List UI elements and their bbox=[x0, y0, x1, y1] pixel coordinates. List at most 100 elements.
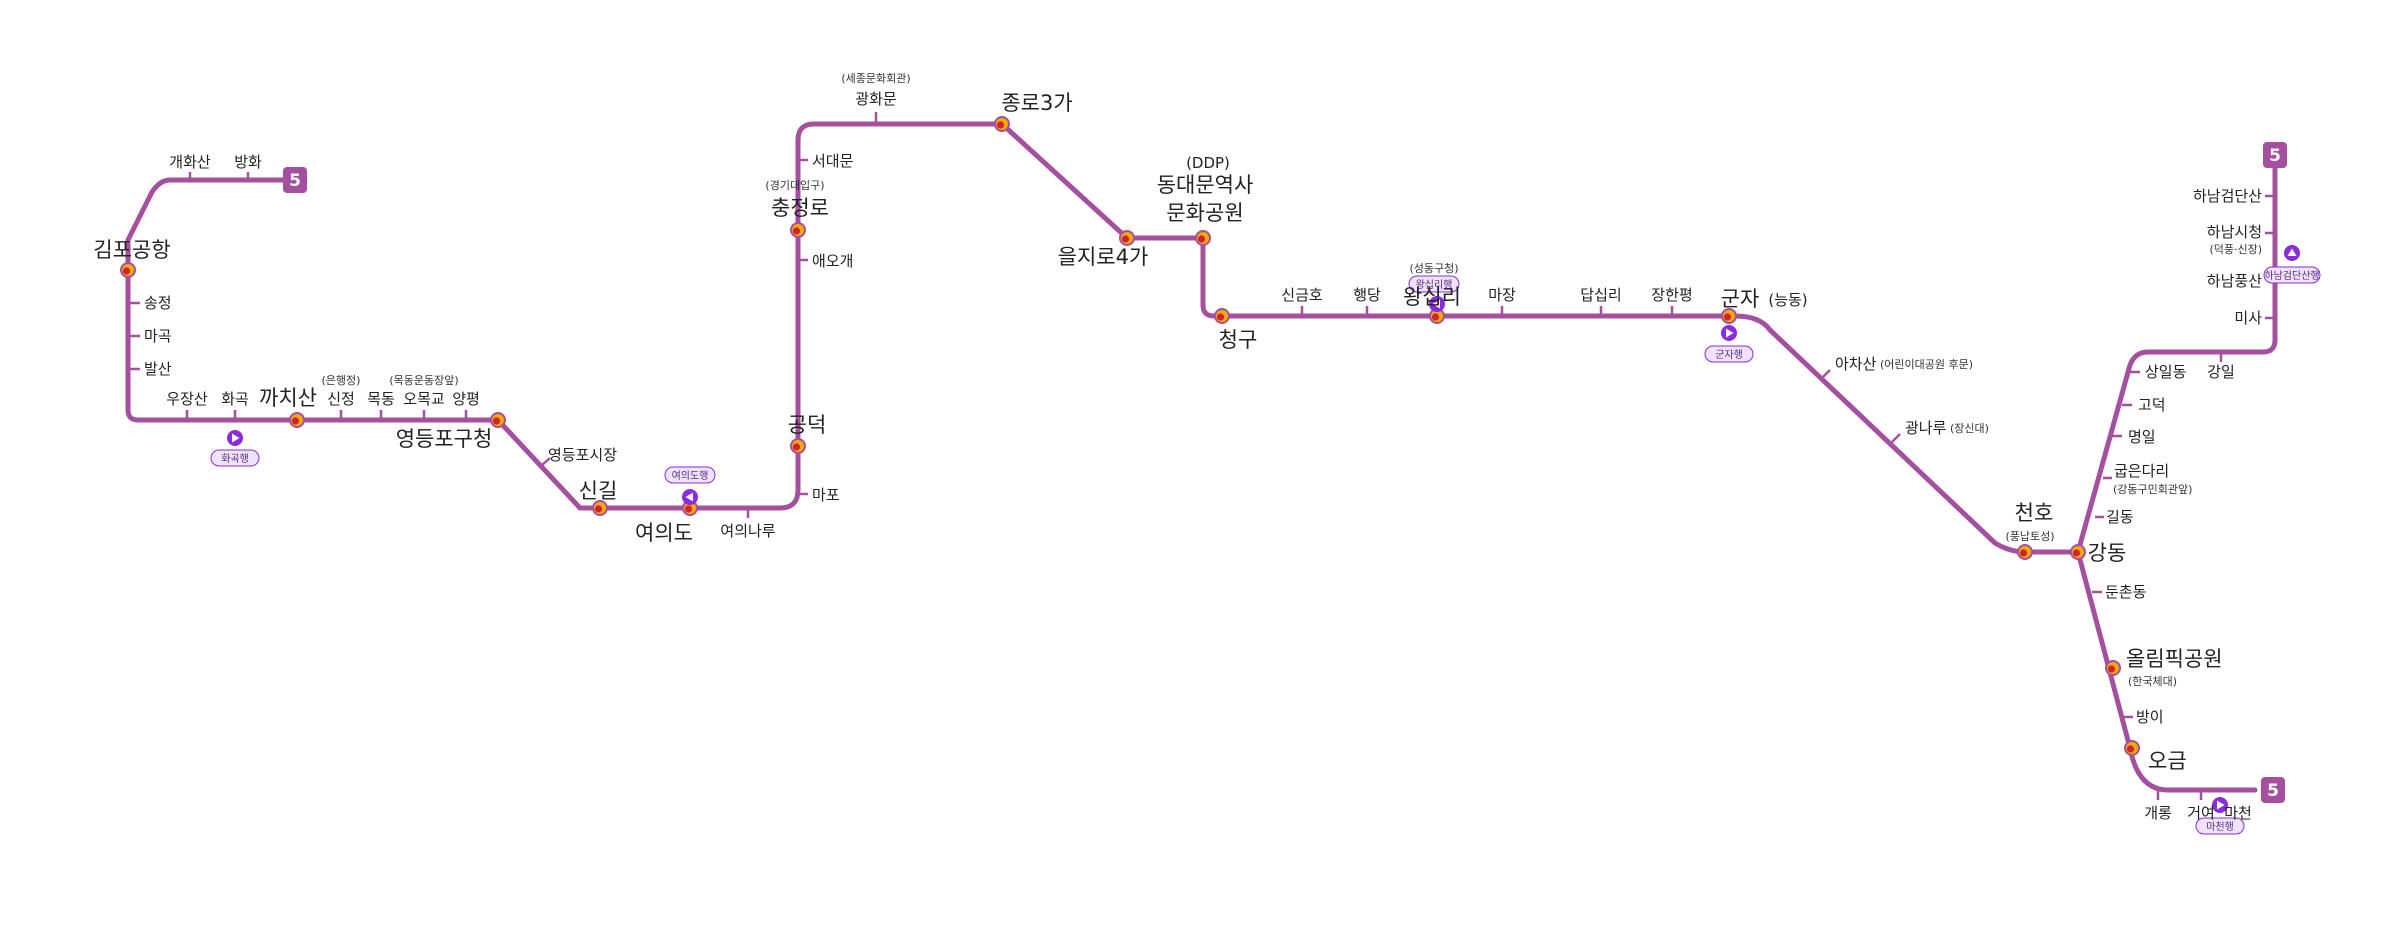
station-label-macheon: 마천 bbox=[2224, 804, 2252, 822]
direction-hanam-label: 하남검단산행 bbox=[2264, 269, 2319, 282]
tick-yeongdeungpo-market bbox=[540, 457, 551, 467]
station-label-gunja-sub: (능동) bbox=[1768, 291, 1807, 309]
transfer-wangsimni bbox=[1429, 308, 1445, 324]
station-label-chungjeongno-sub: (경기대입구) bbox=[765, 179, 824, 192]
station-label-gwanghwamun-sub: (세종문화회관) bbox=[841, 72, 910, 85]
station-label-ddp-sub: (DDP) bbox=[1186, 154, 1230, 172]
track-hanam-branch bbox=[2075, 157, 2278, 555]
station-label-bangi: 방이 bbox=[2136, 708, 2164, 726]
station-label-gongdeok: 공덕 bbox=[788, 413, 827, 437]
station-label-omokgyo: 오목교 bbox=[403, 390, 444, 408]
station-label-janghanpyeong: 장한평 bbox=[1651, 286, 1692, 304]
station-label-sinjeong-sub: (은행정) bbox=[322, 374, 361, 387]
station-label-majang: 마장 bbox=[1488, 286, 1516, 304]
station-label-gunja: 군자 bbox=[1721, 287, 1760, 311]
transfer-gimpo-airport bbox=[120, 262, 136, 278]
station-label-gubeundari: 굽은다리 bbox=[2114, 462, 2169, 480]
station-label-singeumho: 신금호 bbox=[1281, 286, 1323, 304]
station-label-wangsimni-sub: (성동구청) bbox=[1409, 262, 1458, 275]
station-label-yangpyeong: 양평 bbox=[452, 390, 480, 408]
station-label-myeongil: 명일 bbox=[2128, 428, 2156, 446]
direction-arrow-icon bbox=[2217, 800, 2225, 810]
transfer-olympic-park bbox=[2105, 660, 2121, 676]
direction-yeouido: 여의도행 bbox=[664, 466, 716, 505]
station-label-seodaemun: 서대문 bbox=[812, 152, 854, 170]
station-label-wangsimni: 왕십리 bbox=[1403, 285, 1461, 309]
direction-arrow-icon bbox=[1726, 328, 1734, 338]
station-label-gaehwasan: 개화산 bbox=[169, 153, 211, 171]
station-label-godeok: 고덕 bbox=[2138, 396, 2166, 414]
transfer-kkachisan bbox=[289, 412, 305, 428]
station-label-gwangnaru-sub: (장신대) bbox=[1950, 422, 1989, 435]
direction-arrow-icon bbox=[685, 492, 693, 502]
station-label-mokdong: 목동 bbox=[367, 390, 395, 408]
station-label-yeongdeungpo-market: 영등포시장 bbox=[548, 446, 617, 464]
transfer-cheonho bbox=[2017, 544, 2033, 560]
station-label-hwagok: 화곡 bbox=[221, 390, 249, 408]
transfer-gunja bbox=[1721, 308, 1737, 324]
transfer-singil bbox=[592, 500, 608, 516]
station-label-chungjeongno: 충정로 bbox=[771, 196, 829, 220]
station-label-haengdang: 행당 bbox=[1353, 286, 1381, 304]
station-label-magok: 마곡 bbox=[144, 327, 172, 345]
line-badge-banghwa: 5 bbox=[283, 167, 307, 193]
transfer-yeongdeungpo-office bbox=[490, 412, 506, 428]
direction-gunja-label: 군자행 bbox=[1715, 349, 1743, 361]
station-label-ddp-2: 문화공원 bbox=[1166, 201, 1243, 225]
station-label-jongno3ga: 종로3가 bbox=[1001, 91, 1072, 115]
station-label-hanam-city-sub: (덕풍·신장) bbox=[2209, 243, 2262, 256]
transfer-jongno3ga bbox=[994, 116, 1010, 132]
tick-achasan bbox=[1821, 369, 1831, 379]
station-label-gangdong: 강동 bbox=[2088, 541, 2127, 565]
station-label-geoyeo: 거여 bbox=[2187, 804, 2215, 822]
station-label-gil-dong: 길동 bbox=[2106, 508, 2134, 526]
svg-text:5: 5 bbox=[289, 171, 301, 191]
station-ticks bbox=[128, 112, 2275, 800]
transfer-ogeum bbox=[2124, 740, 2140, 756]
transfer-gangdong bbox=[2070, 544, 2086, 560]
tick-gwangnaru bbox=[1891, 433, 1901, 443]
direction-wangsimni-label: 왕십리행 bbox=[1416, 279, 1453, 291]
transfer-cheonggu bbox=[1214, 308, 1230, 324]
svg-text:5: 5 bbox=[2269, 146, 2281, 166]
station-label-gwangnaru: 광나루 bbox=[1905, 419, 1947, 437]
direction-hwagok: 화곡행 bbox=[210, 430, 260, 467]
station-label-cheonho-sub: (풍납토성) bbox=[2005, 530, 2054, 543]
station-label-yeongdeungpo-office: 영등포구청 bbox=[396, 427, 493, 451]
station-label-gangil: 강일 bbox=[2207, 363, 2235, 381]
station-label-achasan: 아차산 bbox=[1835, 355, 1877, 373]
station-label-sangil: 상일동 bbox=[2145, 363, 2187, 381]
transfer-ddp bbox=[1195, 230, 1211, 246]
station-label-gwanghwamun: 광화문 bbox=[855, 90, 897, 108]
station-label-sinjeong: 신정 bbox=[327, 390, 355, 408]
station-label-omokgyo-sub: (목동운동장앞) bbox=[389, 374, 458, 387]
station-label-songjeong: 송정 bbox=[144, 294, 172, 312]
direction-macheon: 마천행 bbox=[2195, 797, 2245, 835]
station-label-mapo: 마포 bbox=[812, 486, 840, 504]
station-label-gaerong: 개롱 bbox=[2144, 804, 2172, 822]
station-label-gimpo-airport: 김포공항 bbox=[93, 238, 170, 262]
direction-wangsimni: 왕십리행 bbox=[1408, 275, 1460, 312]
station-label-yeouido: 여의도 bbox=[635, 521, 693, 545]
line-badge-hanam: 5 bbox=[2263, 142, 2287, 168]
station-label-ujangsan: 우장산 bbox=[166, 390, 208, 408]
direction-arrow-icon bbox=[1432, 299, 1440, 309]
station-label-achasan-sub: (어린이대공원 후문) bbox=[1880, 358, 1973, 371]
direction-macheon-label: 마천행 bbox=[2206, 821, 2234, 833]
direction-arrow-icon bbox=[2287, 248, 2297, 256]
station-label-cheonggu: 청구 bbox=[1219, 328, 1258, 352]
track-main bbox=[125, 121, 2081, 555]
station-label-euljiro4ga: 을지로4가 bbox=[1058, 245, 1149, 269]
direction-gunja: 군자행 bbox=[1704, 325, 1754, 363]
direction-yeouido-label: 여의도행 bbox=[672, 470, 709, 482]
station-label-banghwa: 방화 bbox=[234, 153, 262, 171]
station-label-balsan: 발산 bbox=[144, 360, 172, 378]
station-label-ddp-1: 동대문역사 bbox=[1157, 173, 1254, 197]
station-label-dapsimni: 답십리 bbox=[1580, 286, 1621, 304]
svg-text:5: 5 bbox=[2267, 781, 2279, 801]
station-label-olympic-park: 올림픽공원 bbox=[2126, 647, 2223, 671]
station-label-kkachisan: 까치산 bbox=[259, 386, 317, 410]
